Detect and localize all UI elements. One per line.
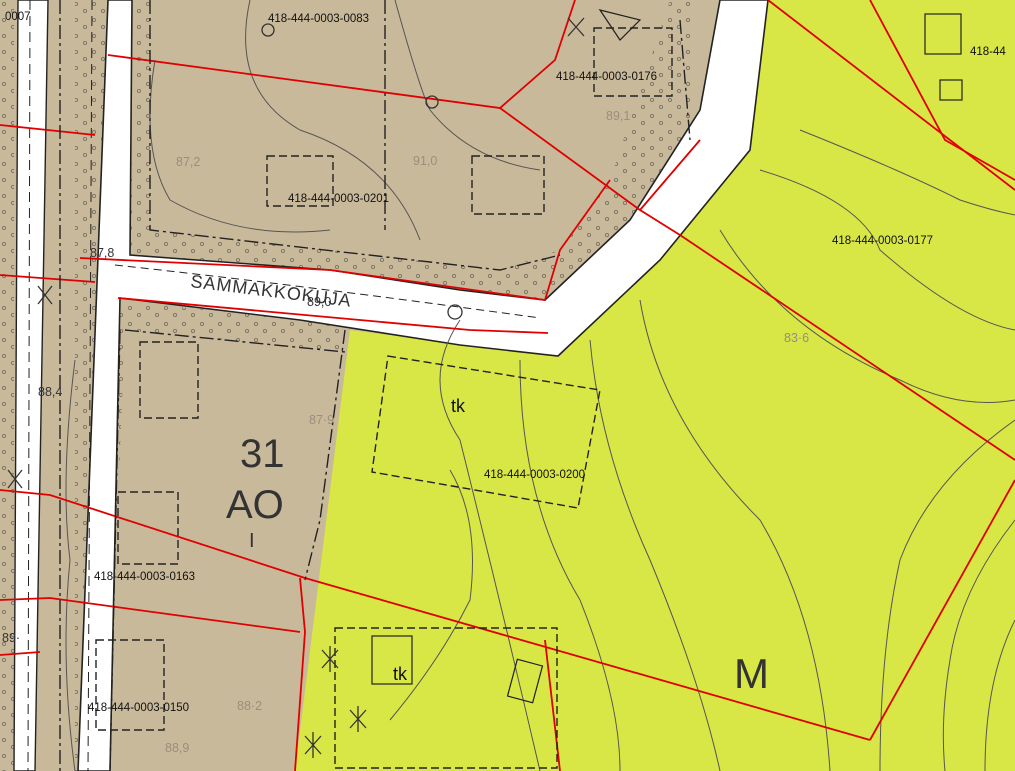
tk-marker-label: tk bbox=[393, 664, 408, 684]
building-ao-a bbox=[139, 341, 199, 419]
tree-icon bbox=[261, 23, 275, 37]
parcel-label-44: 418-44 bbox=[970, 46, 1006, 58]
elevation-label: 88·2 bbox=[237, 699, 262, 713]
elevation-label: 91,0 bbox=[413, 154, 437, 168]
tree-icon bbox=[447, 304, 463, 320]
green-zone bbox=[295, 0, 1015, 771]
elevation-label: 88,9 bbox=[165, 741, 189, 755]
elevation-label: 83·6 bbox=[784, 331, 809, 345]
elevation-labels: 87,2 91,0 89,1 87,8 89,0 83·6 87·9 88,4 … bbox=[2, 109, 809, 755]
parcel-label-0200: 418-444-0003-0200 bbox=[484, 469, 585, 481]
green-zone-label: M bbox=[734, 650, 769, 697]
elevation-label: 89· bbox=[2, 631, 20, 645]
parcel-label-0201: 418-444-0003-0201 bbox=[288, 193, 389, 205]
elevation-label: 87·9 bbox=[309, 413, 334, 427]
tree-symbols bbox=[7, 17, 585, 758]
zone-block-label: 31 bbox=[240, 432, 285, 476]
tree-icon bbox=[7, 469, 23, 489]
building-footprints bbox=[95, 27, 673, 769]
parcel-label-0163: 418-444-0003-0163 bbox=[94, 571, 195, 583]
street-west[interactable] bbox=[13, 0, 49, 771]
parcel-label-0007: 0007 bbox=[5, 11, 31, 23]
parcel-boundaries bbox=[59, 0, 691, 771]
building-0201-b bbox=[471, 155, 545, 215]
elevation-label: 88,4 bbox=[38, 385, 62, 399]
existing-buildings bbox=[371, 9, 963, 704]
parcel-label-0150: 418-444-0003-0150 bbox=[88, 702, 189, 714]
building-0176 bbox=[593, 27, 673, 97]
tk-marker-label: tk bbox=[451, 396, 466, 416]
parcel-labels: 0007 418-444-0003-0083 418-444-0003-0176… bbox=[5, 11, 1006, 714]
elevation-label: 89,0 bbox=[307, 295, 331, 309]
tree-icon bbox=[304, 732, 322, 758]
tree-icon bbox=[349, 706, 367, 732]
building-tk-south bbox=[334, 627, 558, 769]
elevation-label: 87,2 bbox=[176, 155, 200, 169]
parcel-label-0083: 418-444-0003-0083 bbox=[268, 13, 369, 25]
zone-code-label: AO bbox=[226, 483, 284, 527]
building-ao-b bbox=[117, 491, 179, 565]
tree-icon bbox=[37, 285, 53, 305]
building-0200 bbox=[371, 355, 601, 509]
parcel-label-0176: 418-444-0003-0176 bbox=[556, 71, 657, 83]
zone-floors-label: I bbox=[249, 530, 255, 552]
elevation-label: 89,1 bbox=[606, 109, 630, 123]
tree-icon bbox=[425, 95, 439, 109]
contour-lines bbox=[65, 0, 1015, 771]
elevation-label: 87,8 bbox=[90, 246, 114, 260]
building-0201-a bbox=[266, 155, 334, 207]
planting-strip-edge bbox=[0, 0, 14, 771]
parcel-label-0177: 418-444-0003-0177 bbox=[832, 235, 933, 247]
tree-icon bbox=[321, 646, 339, 672]
tree-icon bbox=[567, 17, 585, 37]
building-0150 bbox=[95, 639, 165, 731]
